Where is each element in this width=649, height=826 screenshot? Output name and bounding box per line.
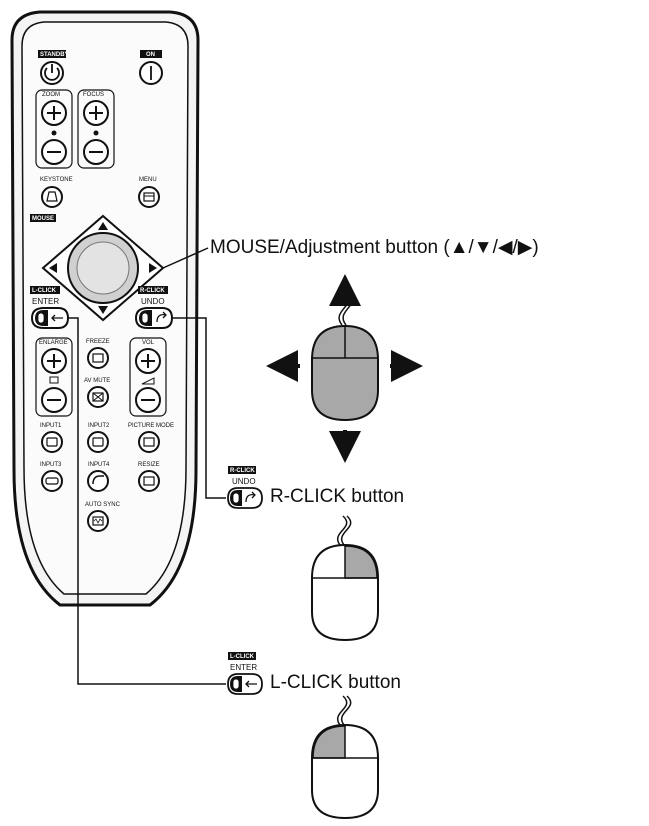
svg-text:AV MUTE: AV MUTE <box>84 378 110 384</box>
lclick-button[interactable] <box>30 307 70 329</box>
resize-button[interactable] <box>138 470 160 492</box>
enlarge-icon <box>49 376 59 384</box>
input3-button[interactable] <box>41 470 63 492</box>
arrow-up-icon <box>98 222 108 230</box>
svg-text:ZOOM: ZOOM <box>42 92 60 98</box>
arrow-down-icon <box>98 306 108 314</box>
arrow-left-icon <box>49 263 57 273</box>
svg-text:UNDO: UNDO <box>141 297 165 306</box>
svg-text:INPUT1: INPUT1 <box>40 423 62 429</box>
svg-text:UNDO: UNDO <box>232 477 256 486</box>
lclick-leader-line <box>68 317 226 685</box>
rclick-button[interactable] <box>134 307 174 329</box>
lclick-icon: L-CLICK ENTER <box>227 652 263 695</box>
volume-icon <box>141 377 155 385</box>
keystone-button[interactable] <box>41 186 63 208</box>
svg-text:R-CLICK: R-CLICK <box>140 288 165 294</box>
mouse-adjustment-label: MOUSE/Adjustment button (▲/▼/◀/▶) <box>210 237 539 258</box>
mouse-movement-illustration <box>266 274 423 463</box>
menu-button[interactable] <box>138 186 160 208</box>
input4-button[interactable] <box>87 470 109 492</box>
svg-text:R-CLICK: R-CLICK <box>230 468 255 474</box>
svg-text:FREEZE: FREEZE <box>86 339 110 345</box>
svg-text:L-CLICK: L-CLICK <box>230 654 255 660</box>
remote-control: STANDBY ON ZOOM FOCUS KEYSTONE MENU <box>10 10 200 607</box>
mouse-leader-line <box>162 247 209 269</box>
zoom-icon <box>51 130 57 136</box>
rclick-button-label: R-CLICK button <box>270 486 405 507</box>
input1-button[interactable] <box>41 431 63 453</box>
svg-text:FOCUS: FOCUS <box>83 92 104 98</box>
lclick-mouse-illustration <box>311 695 379 820</box>
svg-text:ON: ON <box>146 52 155 58</box>
arrow-right-icon <box>149 263 157 273</box>
svg-text:ENTER: ENTER <box>230 663 257 672</box>
input2-button[interactable] <box>87 431 109 453</box>
svg-text:ENLARGE: ENLARGE <box>39 340 68 346</box>
svg-text:INPUT3: INPUT3 <box>40 462 62 468</box>
freeze-button[interactable] <box>87 347 109 369</box>
svg-text:MENU: MENU <box>139 177 157 183</box>
rclick-mouse-illustration <box>311 515 379 642</box>
svg-text:VOL: VOL <box>142 340 155 346</box>
rclick-icon: R-CLICK UNDO <box>227 466 263 509</box>
focus-icon <box>93 130 99 136</box>
picture-mode-button[interactable] <box>138 431 160 453</box>
svg-text:PICTURE MODE: PICTURE MODE <box>128 423 174 429</box>
svg-text:RESIZE: RESIZE <box>138 462 160 468</box>
svg-text:STANDBY: STANDBY <box>40 52 69 58</box>
lclick-button-label: L-CLICK button <box>270 672 401 693</box>
svg-text:INPUT4: INPUT4 <box>88 462 110 468</box>
svg-text:ENTER: ENTER <box>32 297 59 306</box>
svg-text:INPUT2: INPUT2 <box>88 423 110 429</box>
power-icon <box>44 67 60 81</box>
svg-text:KEYSTONE: KEYSTONE <box>40 177 73 183</box>
svg-text:MOUSE: MOUSE <box>32 216 54 222</box>
svg-text:L-CLICK: L-CLICK <box>32 288 57 294</box>
auto-sync-button[interactable] <box>87 510 109 532</box>
svg-text:AUTO SYNC: AUTO SYNC <box>85 502 121 508</box>
rclick-leader-line <box>172 317 226 499</box>
